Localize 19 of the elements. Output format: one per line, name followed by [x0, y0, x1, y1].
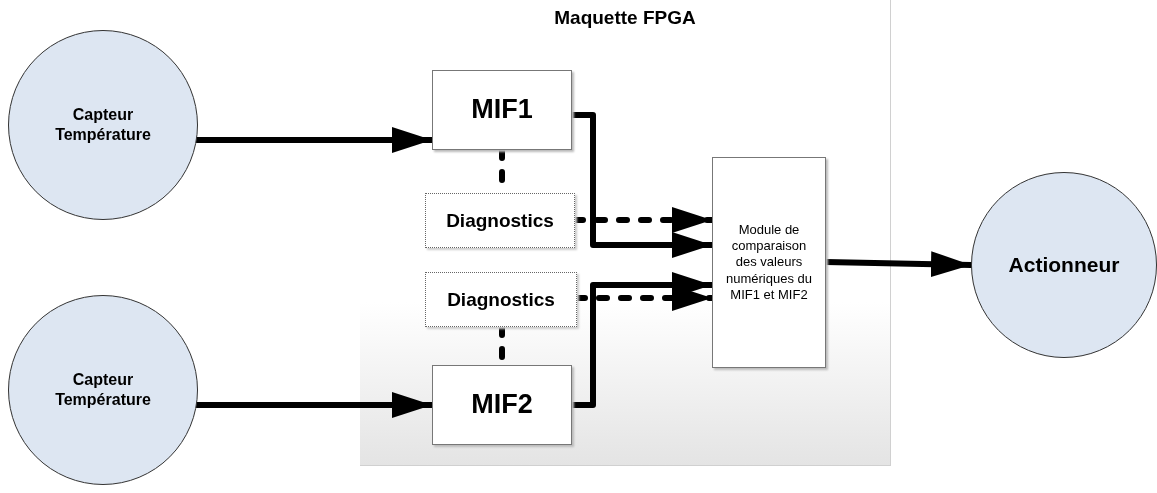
process-box [712, 157, 826, 368]
node-label: Capteur Température [54, 370, 152, 410]
dotted-box [425, 193, 575, 248]
dotted-box [425, 272, 577, 327]
node-label: MIF1 [471, 93, 533, 127]
process-box [432, 365, 572, 445]
board-panel [360, 0, 891, 466]
panel-title: Maquette FPGA [554, 6, 696, 30]
arrow [569, 272, 715, 408]
arrow [569, 112, 715, 258]
node-label: Actionneur [1007, 251, 1121, 278]
node-label: Diagnostics [447, 287, 555, 312]
node-label: Module de comparaison des valeurs numériques du MIF1 et MIF2 [725, 221, 813, 304]
node-label: MIF2 [471, 388, 533, 422]
arrow [823, 251, 974, 278]
node-label: Diagnostics [446, 208, 554, 233]
process-box [432, 70, 572, 150]
node-label: Capteur Température [54, 105, 152, 145]
dashed-arrow [572, 207, 715, 233]
